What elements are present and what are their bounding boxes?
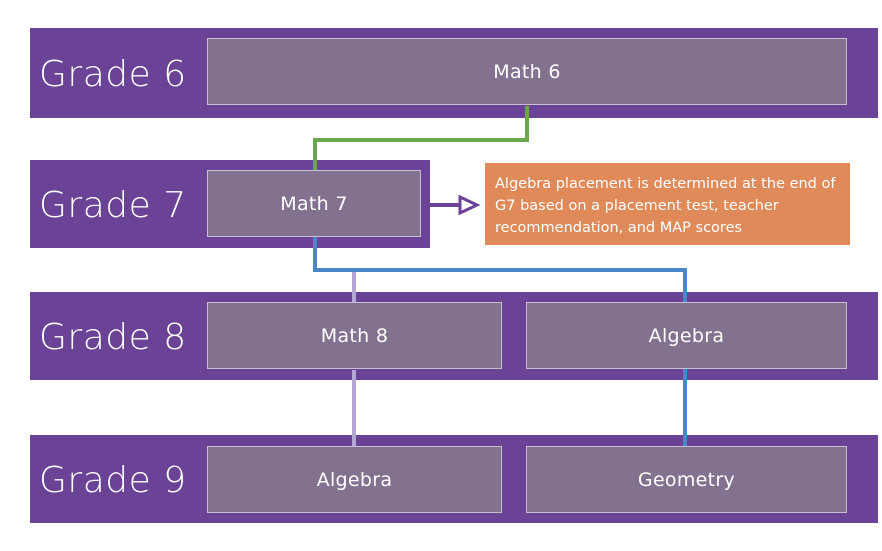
grade-6-label: Grade 6 (39, 54, 187, 95)
course-algebra-grade-9: Algebra (207, 446, 502, 513)
path-math6-to-math7 (313, 106, 529, 171)
algebra-placement-note: Algebra placement is determined at the e… (485, 163, 850, 245)
arrow-head-icon (458, 194, 481, 216)
grade-8-label: Grade 8 (39, 317, 187, 358)
course-math-6: Math 6 (207, 38, 847, 105)
course-math-8: Math 8 (207, 302, 502, 369)
path-math7-to-algebra8 (313, 236, 687, 302)
course-algebra-grade-8: Algebra (526, 302, 847, 369)
grade-9-label: Grade 9 (39, 460, 187, 501)
course-math-7: Math 7 (207, 170, 421, 237)
grade-7-label: Grade 7 (39, 185, 187, 226)
course-geometry-grade-9: Geometry (526, 446, 847, 513)
